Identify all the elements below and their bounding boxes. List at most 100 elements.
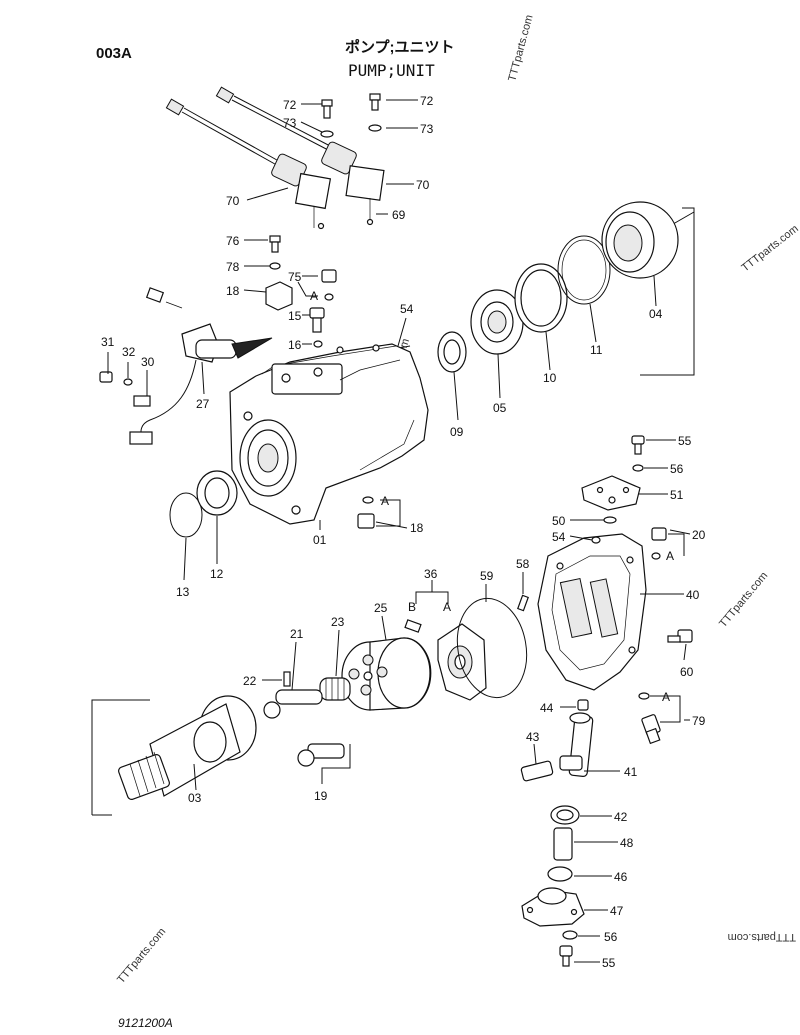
bracket-30	[133, 395, 151, 407]
sub-label-a-18-bottom: A	[381, 494, 389, 508]
connector-top-left	[145, 287, 183, 309]
callout-43: 43	[526, 730, 540, 744]
sub-labels: A A A A B A	[310, 289, 674, 704]
o-ring-46	[547, 866, 573, 882]
solenoid-valve-27	[129, 323, 273, 445]
drive-shaft-03	[118, 695, 257, 800]
watermark-bottom-right: TTTparts.com	[728, 931, 796, 943]
callout-31: 31	[101, 335, 115, 349]
callout-70-right: 70	[416, 178, 430, 192]
nut-09	[437, 331, 467, 373]
callout-05: 05	[493, 401, 507, 415]
callout-numbers: 72 73 70 72 73 70 69 76 78 75 18 15 16 5…	[101, 94, 706, 970]
plug-18-top	[321, 269, 337, 283]
washer-73-left	[320, 130, 334, 138]
callout-42: 42	[614, 810, 628, 824]
callout-41: 41	[624, 765, 638, 779]
callout-73-left: 73	[283, 116, 297, 130]
title-english: PUMP;UNIT	[348, 61, 435, 80]
seal-ring-11	[557, 235, 611, 305]
cylinder-block-25	[341, 637, 432, 711]
plug-43	[520, 760, 554, 782]
callout-76: 76	[226, 234, 240, 248]
callout-22: 22	[243, 674, 257, 688]
pin-36b	[404, 619, 422, 633]
callout-18-top: 75	[288, 270, 302, 284]
frame-bracket-left	[91, 699, 150, 816]
callout-75: 18	[226, 284, 240, 298]
callout-04: 04	[649, 307, 663, 321]
piston-48	[553, 827, 573, 861]
bolt-72-left	[321, 99, 333, 119]
o-ring-16	[313, 340, 323, 348]
pin-54-right	[591, 536, 601, 544]
pump-casing-01	[229, 343, 429, 525]
callout-16: 16	[288, 338, 302, 352]
callout-60: 60	[680, 665, 694, 679]
o-ring-79	[638, 692, 650, 700]
callout-58: 58	[516, 557, 530, 571]
screw-31	[99, 371, 113, 383]
plug-60	[667, 629, 693, 643]
callout-56-bottom: 56	[604, 930, 618, 944]
callout-78: 78	[226, 260, 240, 274]
callout-56-top: 56	[670, 462, 684, 476]
watermark-top: TTTparts.com	[506, 14, 535, 83]
oil-seal-12	[196, 470, 238, 516]
block-75	[265, 281, 293, 311]
roller-bearing-04	[601, 201, 679, 279]
valve-block-40	[537, 533, 647, 691]
fitting-79	[641, 714, 661, 745]
callout-25: 25	[374, 601, 388, 615]
o-ring-20	[651, 552, 661, 560]
callout-18-bottom: 18	[410, 521, 424, 535]
callout-47: 47	[610, 904, 624, 918]
sub-label-a-18-top: A	[310, 289, 318, 303]
callout-10: 10	[543, 371, 557, 385]
callout-09: 09	[450, 425, 464, 439]
pressure-sensor-right	[215, 86, 385, 226]
callout-46: 46	[614, 870, 628, 884]
sub-label-b-36: B	[408, 600, 416, 614]
callout-50: 50	[552, 514, 566, 528]
drawing-number: 9121200A	[118, 1016, 173, 1030]
callout-51: 51	[670, 488, 684, 502]
callout-23: 23	[331, 615, 345, 629]
callout-44: 44	[540, 701, 554, 715]
callout-70-left: 70	[226, 194, 240, 208]
washer-56-top	[632, 464, 644, 472]
callout-15: 15	[288, 309, 302, 323]
watermark-bottom-left: TTTparts.com	[115, 926, 168, 986]
valve-plate-36	[437, 623, 487, 701]
guide-21	[263, 689, 323, 719]
washer-56-bottom	[562, 930, 578, 940]
callout-36: 36	[424, 567, 438, 581]
bolt-76	[269, 235, 281, 253]
ring-10	[514, 263, 568, 333]
callout-69: 69	[392, 208, 406, 222]
callout-48: 48	[620, 836, 634, 850]
callout-30: 30	[141, 355, 155, 369]
callout-20: 20	[692, 528, 706, 542]
cover-plate-51	[581, 475, 641, 511]
bolt-55-top	[631, 435, 645, 455]
callout-72-left: 72	[283, 98, 297, 112]
o-ring-18-top	[324, 293, 334, 301]
o-ring-59	[456, 597, 528, 699]
o-ring-18-bottom	[362, 496, 374, 504]
sub-label-a-36: A	[443, 600, 451, 614]
callout-55-bottom: 55	[602, 956, 616, 970]
sub-label-a-20: A	[666, 549, 674, 563]
callout-13: 13	[176, 585, 190, 599]
spring-23	[319, 677, 351, 701]
leader-lines	[107, 99, 691, 963]
diagram-code: 003A	[96, 45, 132, 62]
callout-21: 21	[290, 627, 304, 641]
callout-40: 40	[686, 588, 700, 602]
plug-20	[651, 527, 667, 541]
pin-58	[517, 594, 529, 612]
o-ring-50	[603, 516, 617, 524]
callout-32: 32	[122, 345, 136, 359]
bearing-05	[470, 289, 524, 355]
